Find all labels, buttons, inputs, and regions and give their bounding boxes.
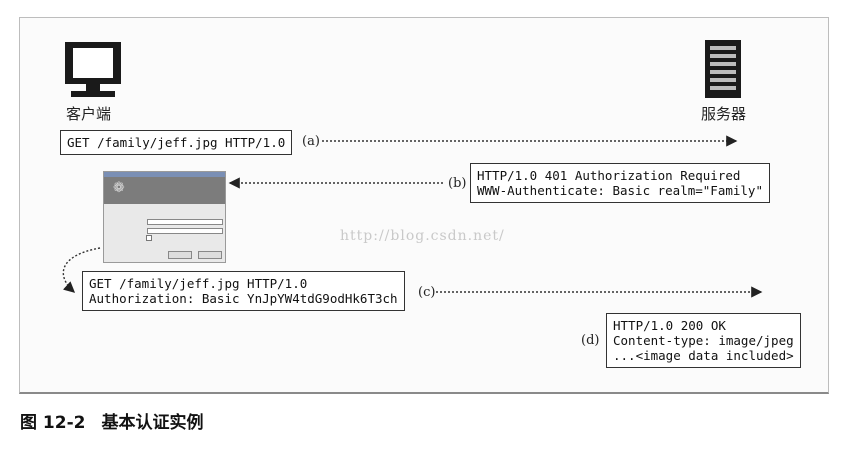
login-dialog: ❁ bbox=[103, 171, 226, 263]
server-icon bbox=[705, 40, 741, 98]
response-box-b: HTTP/1.0 401 Authorization Required WWW-… bbox=[470, 163, 770, 203]
password-field[interactable] bbox=[147, 228, 223, 234]
username-field[interactable] bbox=[147, 219, 223, 225]
figure-number: 图 12-2 bbox=[20, 413, 86, 433]
computer-icon bbox=[65, 42, 121, 97]
watermark: http://blog.csdn.net/ bbox=[340, 228, 505, 244]
response-box-d: HTTP/1.0 200 OK Content-type: image/jpeg… bbox=[606, 313, 801, 368]
figure-caption: 图 12-2 基本认证实例 bbox=[20, 408, 203, 433]
remember-password-checkbox[interactable] bbox=[146, 235, 152, 241]
request-box-a: GET /family/jeff.jpg HTTP/1.0 bbox=[60, 130, 293, 155]
step-label-a: (a) bbox=[302, 134, 320, 149]
dialog-realm-row bbox=[108, 212, 109, 217]
cancel-button[interactable] bbox=[198, 251, 222, 259]
key-icon: ❁ bbox=[113, 180, 125, 196]
ok-button[interactable] bbox=[168, 251, 192, 259]
step-label-d: (d) bbox=[581, 333, 600, 348]
figure-title: 基本认证实例 bbox=[101, 413, 204, 433]
client-label: 客户端 bbox=[66, 105, 112, 123]
dialog-banner: ❁ bbox=[104, 177, 225, 204]
step-label-b: (b) bbox=[448, 176, 467, 191]
dialog-titlebar bbox=[104, 172, 225, 177]
server-label: 服务器 bbox=[701, 105, 747, 123]
step-label-c: (c) bbox=[418, 285, 436, 300]
request-box-c: GET /family/jeff.jpg HTTP/1.0 Authorizat… bbox=[82, 271, 405, 311]
arrow-curve bbox=[62, 247, 101, 293]
